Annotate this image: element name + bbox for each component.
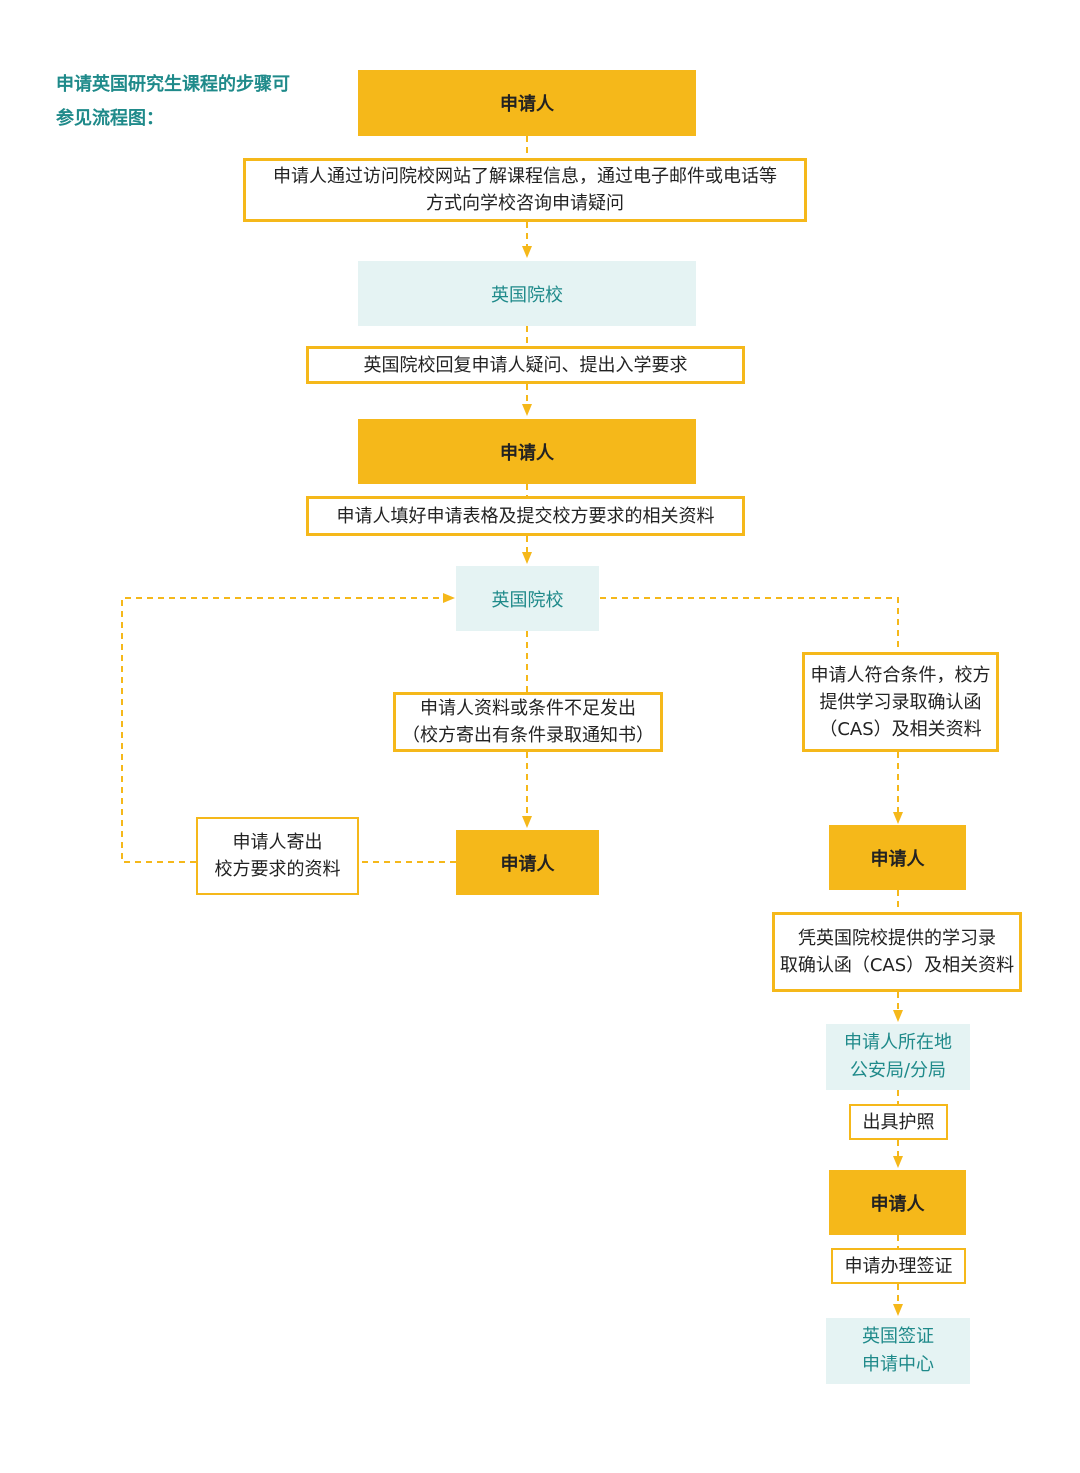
applicant-box-1: 申请人 [358,70,696,136]
police-bureau-line-1: 申请人所在地 [844,1032,952,1053]
applicant-label: 申请人 [870,1193,925,1215]
police-bureau-box: 申请人所在地 公安局/分局 [826,1024,970,1090]
conditional-offer-step-box: 申请人资料或条件不足发出 （校方寄出有条件录取通知书） [393,692,663,752]
visa-step-box: 申请办理签证 [831,1248,966,1284]
apply-step-box: 申请人填好申请表格及提交校方要求的相关资料 [306,496,745,536]
cas-offer-step-box: 申请人符合条件，校方 提供学习录取确认函 （CAS）及相关资料 [802,652,999,752]
conditional-offer-line-1: 申请人资料或条件不足发出 [420,698,636,719]
connector-senddocs-inst2 [121,593,455,863]
applicant-box-2: 申请人 [358,419,696,484]
applicant-label: 申请人 [500,94,554,115]
with-cas-line-2: 取确认函（CAS）及相关资料 [779,955,1015,976]
cas-offer-line-3: （CAS）及相关资料 [819,718,982,740]
send-documents-line-2: 校方要求的资料 [214,859,341,880]
applicant-box-4: 申请人 [829,825,966,890]
send-documents-line-1: 申请人寄出 [232,832,323,853]
applicant-box-3: 申请人 [456,830,599,895]
with-cas-line-1: 凭英国院校提供的学习录 [798,928,996,949]
cas-offer-line-1: 申请人符合条件，校方 [810,664,991,686]
reply-step-label: 英国院校回复申请人疑问、提出入学要求 [363,354,688,376]
passport-step-label: 出具护照 [862,1111,935,1133]
connector-inst2-cas [600,597,899,652]
uk-institution-box-1: 英国院校 [358,261,696,326]
cas-offer-line-2: 提供学习录取确认函 [819,691,982,713]
apply-step-label: 申请人填好申请表格及提交校方要求的相关资料 [336,505,715,527]
intro-line-1: 申请英国研究生课程的步骤可 [56,74,290,95]
passport-step-box: 出具护照 [849,1104,948,1140]
uk-institution-label: 英国院校 [491,589,564,611]
enquire-step-line-2: 方式向学校咨询申请疑问 [426,193,624,214]
applicant-box-5: 申请人 [829,1170,966,1235]
uk-institution-box-2: 英国院校 [456,566,599,631]
reply-step-box: 英国院校回复申请人疑问、提出入学要求 [306,346,745,384]
applicant-label: 申请人 [500,853,555,875]
intro-line-2: 参见流程图： [56,108,164,129]
conditional-offer-line-2: （校方寄出有条件录取通知书） [402,725,654,746]
applicant-label: 申请人 [500,442,554,464]
intro-text: 申请英国研究生课程的步骤可 参见流程图： [56,68,336,136]
send-documents-step-box: 申请人寄出 校方要求的资料 [196,817,359,895]
visa-centre-line-2: 申请中心 [862,1354,934,1375]
visa-centre-box: 英国签证 申请中心 [826,1318,970,1384]
visa-step-label: 申请办理签证 [844,1255,953,1277]
applicant-label: 申请人 [870,848,925,870]
with-cas-step-box: 凭英国院校提供的学习录 取确认函（CAS）及相关资料 [772,912,1022,992]
police-bureau-line-2: 公安局/分局 [849,1060,947,1081]
enquire-step-box: 申请人通过访问院校网站了解课程信息，通过电子邮件或电话等 方式向学校咨询申请疑问 [243,158,807,222]
enquire-step-line-1: 申请人通过访问院校网站了解课程信息，通过电子邮件或电话等 [273,166,777,187]
uk-institution-label: 英国院校 [491,284,563,306]
visa-centre-line-1: 英国签证 [862,1326,934,1347]
